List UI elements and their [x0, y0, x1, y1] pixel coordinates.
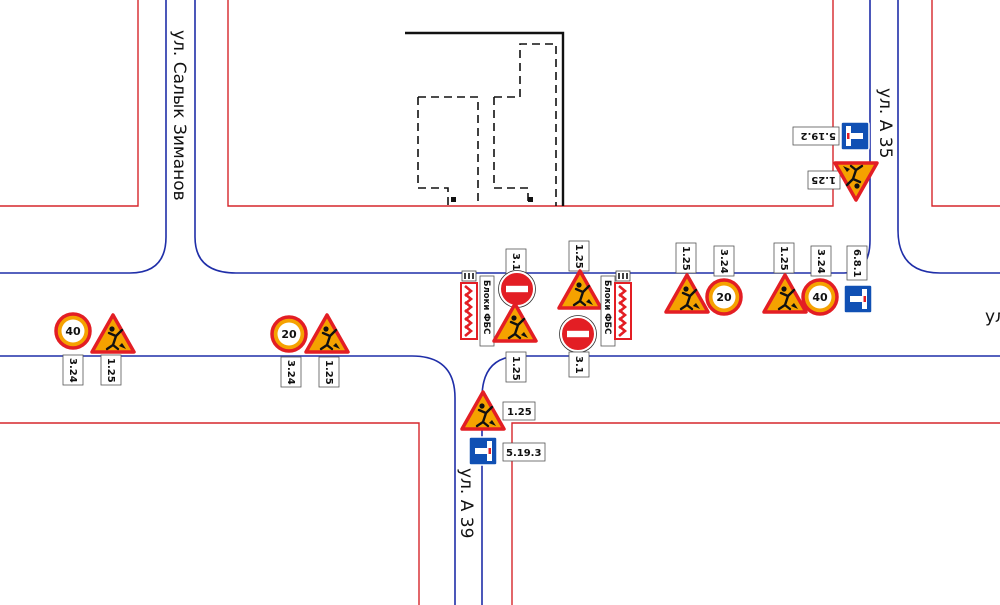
speed-limit-value: 20: [716, 291, 732, 304]
sign-group-west: 40 3.24 1.25: [54, 312, 136, 386]
speed-limit-value: 40: [812, 291, 828, 304]
road-works-sign: [557, 269, 603, 310]
building-room-left: [417, 96, 479, 206]
sign-code-label: 1.25: [510, 356, 521, 381]
sign-code-label: 6.8.1: [851, 249, 862, 278]
sign-code-label: 1.25: [573, 244, 584, 269]
sign-code-label: 3.24: [67, 358, 78, 383]
sign-code-label: 1.25: [105, 358, 116, 383]
speed-limit-sign: 40: [801, 278, 839, 316]
road-works-sign: [664, 273, 710, 314]
road-edge-n: [194, 0, 871, 274]
road-edge-se: [481, 355, 1000, 605]
sign-group-center-east: 1.25 3.1: [557, 240, 603, 378]
no-entry-sign: [558, 314, 598, 354]
sign-code-label: 5.19.2: [801, 130, 836, 141]
property-line-n: [227, 0, 834, 207]
property-line-ne: [931, 0, 1000, 207]
barrier-label: Блоки ФБС: [602, 280, 612, 334]
dead-end-sign: [468, 436, 498, 466]
sign-code-label: 3.24: [718, 249, 729, 274]
road-edge-nw: [0, 0, 167, 274]
barrier-label: Блоки ФБС: [481, 280, 491, 334]
street-label-a39: ул. А 39: [456, 468, 476, 538]
road-works-sign: [492, 302, 538, 343]
speed-limit-value: 20: [281, 328, 297, 341]
street-label-salyk-zimanov: ул. Салык Зиманов: [169, 30, 189, 201]
sign-code-label: 1.25: [323, 360, 334, 385]
sign-code-label: 3.1: [510, 253, 521, 271]
sign-code-label: 3.1: [573, 356, 584, 374]
sign-code-label: 1.25: [680, 246, 691, 271]
speed-limit-sign: 20: [705, 278, 743, 316]
road-works-sign: [460, 390, 506, 431]
dead-end-sign: [840, 121, 870, 151]
sign-group-east-2: 1.25 3.24 40 6.8.1: [762, 242, 873, 316]
barrier-fbs-west: Блоки ФБС: [459, 269, 495, 347]
speed-limit-sign: 20: [270, 315, 308, 353]
building-room-right: [493, 43, 557, 206]
sign-group-east: 1.25 3.24 20: [664, 242, 743, 316]
sign-code-label: 3.24: [815, 249, 826, 274]
sign-code-label: 5.19.3: [506, 448, 541, 459]
street-label-right-partial: ул: [985, 307, 1000, 327]
property-line-se: [511, 422, 1000, 605]
sign-code-label: 1.25: [507, 407, 532, 418]
speed-limit-value: 40: [65, 325, 81, 338]
dead-end-sign: [843, 284, 873, 314]
sign-code-label: 1.25: [778, 246, 789, 271]
sign-group-west-2: 20 3.24 1.25: [270, 313, 350, 388]
building-wall-solid: [405, 31, 565, 206]
sign-group-center-west: 3.1 1.25: [492, 248, 538, 383]
property-line-nw: [0, 0, 139, 207]
road-works-sign: [762, 273, 808, 314]
barrier-fbs-east: Блоки ФБС: [600, 269, 633, 347]
sign-code-label: 3.24: [285, 360, 296, 385]
speed-limit-sign: 40: [54, 312, 92, 350]
road-edge-sw: [0, 355, 456, 605]
building-outline: [405, 31, 565, 206]
road-works-sign: [90, 313, 136, 354]
road-works-sign: [304, 313, 350, 354]
road-edge-ne: [897, 0, 1000, 274]
sign-group-south: 1.25 5.19.3: [460, 390, 546, 466]
street-label-a35: ул. А 35: [875, 88, 895, 158]
sign-code-label: 1.25: [811, 174, 836, 185]
no-entry-sign: [497, 269, 537, 309]
sign-group-north-east: 5.19.2 1.25: [792, 121, 879, 202]
property-line-sw: [0, 422, 420, 605]
